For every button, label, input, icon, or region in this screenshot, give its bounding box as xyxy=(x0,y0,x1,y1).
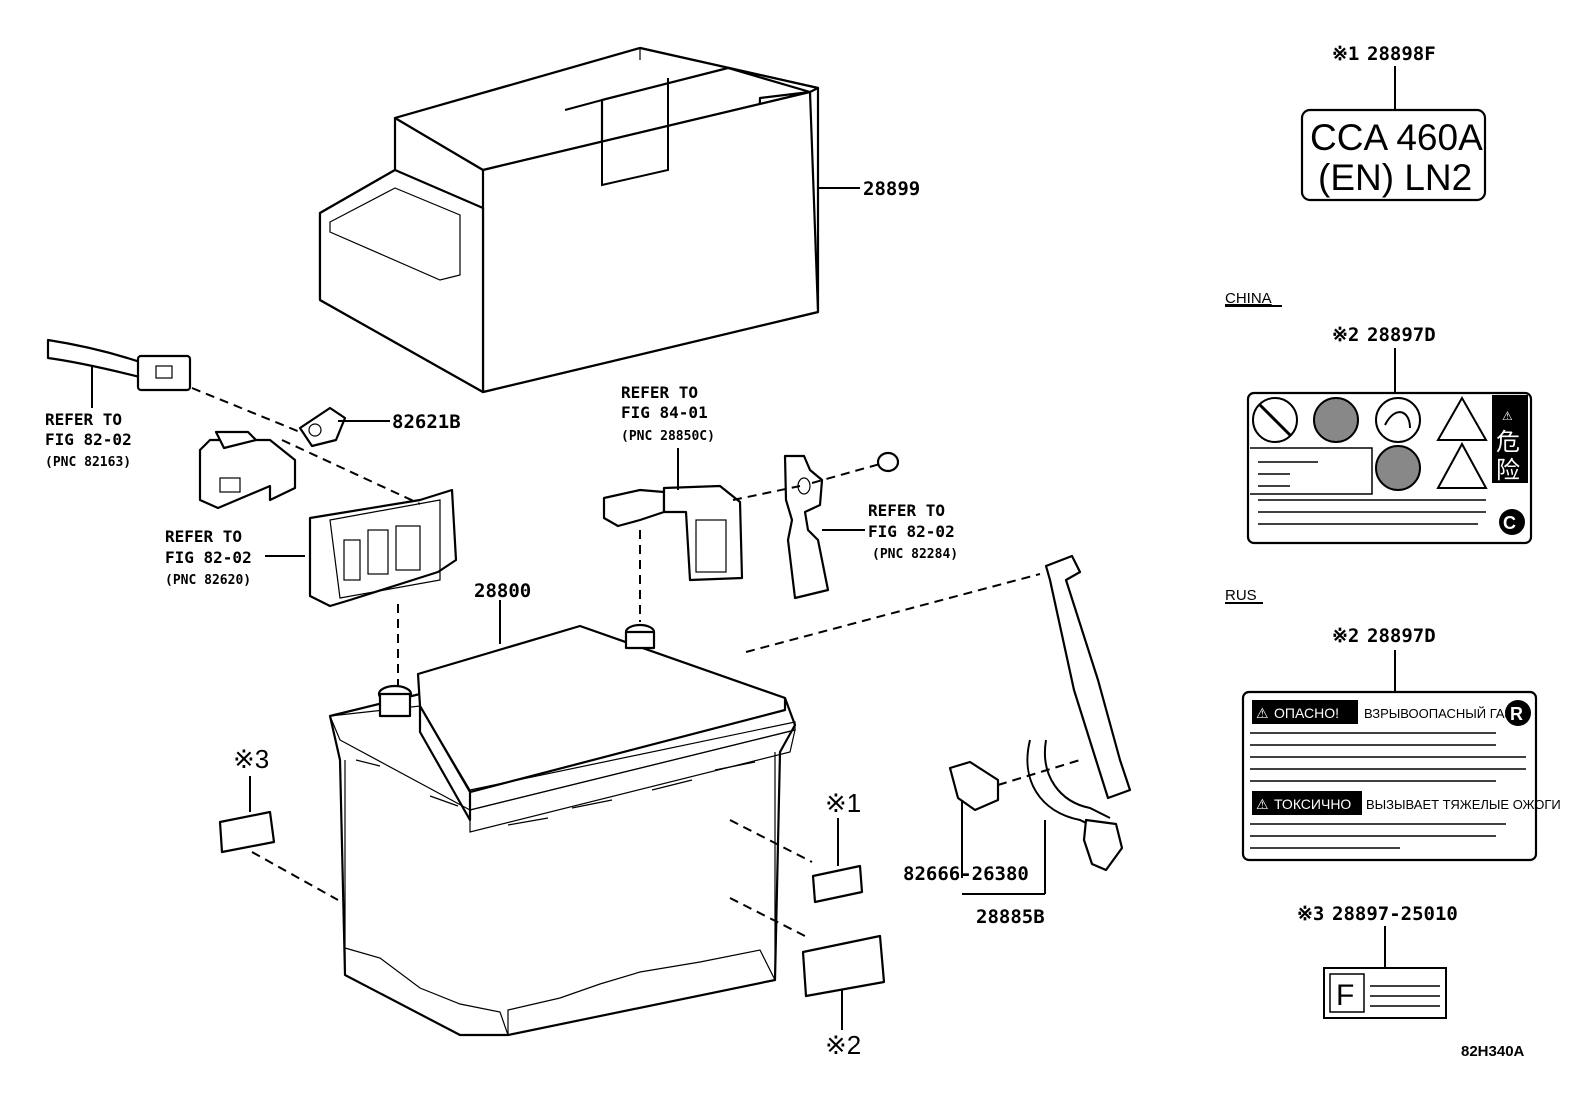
rus-mark: ※2 xyxy=(1332,625,1359,647)
china-badge: C xyxy=(1503,513,1516,533)
rus-part-number[interactable]: 28897D xyxy=(1367,625,1436,647)
label1-part-number[interactable]: 28898F xyxy=(1367,43,1436,65)
rus-warning-2: ТОКСИЧНО xyxy=(1274,796,1351,812)
sticker-1[interactable] xyxy=(811,864,864,904)
rus-region-title: RUS xyxy=(1225,587,1257,604)
cover-part-number[interactable]: 28899 xyxy=(863,178,920,200)
cca-label[interactable]: CCA 460A (EN) LN2 xyxy=(1300,108,1487,202)
battery[interactable] xyxy=(328,623,797,1037)
battery-part-number[interactable]: 28800 xyxy=(474,580,531,602)
ref3-line3: (PNC 28850C) xyxy=(621,429,715,444)
label3-part-number[interactable]: 28897-25010 xyxy=(1332,903,1458,925)
cable-assy-part-number[interactable]: 28885B xyxy=(976,906,1045,928)
terminal-cap[interactable] xyxy=(298,406,347,448)
rus-warning-label[interactable]: ⚠ ОПАСНО! ВЗРЫВООПАСНЫЙ ГАЗ R ⚠ ТОКСИЧНО… xyxy=(1241,690,1561,862)
china-mark: ※2 xyxy=(1332,324,1359,346)
svg-text:⚠: ⚠ xyxy=(1256,796,1269,812)
label1-mark: ※1 xyxy=(1332,43,1359,65)
f-label[interactable]: F xyxy=(1323,967,1447,1019)
ref4-line1: REFER TO xyxy=(868,501,945,520)
terminal-cap-part-number[interactable]: 82621B xyxy=(392,411,461,433)
china-kanji-2: 险 xyxy=(1496,456,1520,484)
note1-mark: ※1 xyxy=(825,788,861,818)
note3-mark: ※3 xyxy=(233,744,269,774)
note2-mark: ※2 xyxy=(825,1030,861,1060)
ref1-line1: REFER TO xyxy=(45,410,122,429)
rus-text-2: ВЫЗЫВАЕТ ТЯЖЕЛЫЕ ОЖОГИ xyxy=(1366,797,1561,812)
fusible-link[interactable] xyxy=(602,484,744,582)
cable-bracket[interactable] xyxy=(948,760,1000,812)
ground-strap[interactable] xyxy=(783,451,900,600)
svg-text:⚠: ⚠ xyxy=(1256,705,1269,721)
sticker-2[interactable] xyxy=(801,934,886,998)
ref2-line2: FIG 82-02 xyxy=(165,548,252,567)
cca-label-line2: (EN) LN2 xyxy=(1318,157,1472,198)
cca-label-line1: CCA 460A xyxy=(1310,117,1483,158)
ref1-line3: (PNC 82163) xyxy=(45,455,131,470)
rus-text-1: ВЗРЫВООПАСНЫЙ ГАЗ xyxy=(1364,706,1512,721)
svg-text:⚠: ⚠ xyxy=(1502,409,1513,423)
ref2-line1: REFER TO xyxy=(165,527,242,546)
f-label-letter: F xyxy=(1336,979,1354,1012)
ref4-line2: FIG 82-02 xyxy=(868,522,955,541)
china-part-number[interactable]: 28897D xyxy=(1367,324,1436,346)
china-warning-label[interactable]: ⚠ 危 险 C xyxy=(1246,391,1533,545)
sticker-3[interactable] xyxy=(218,810,276,854)
label3-mark: ※3 xyxy=(1297,903,1324,925)
fuse-block-small[interactable] xyxy=(198,430,297,510)
sensor-cable[interactable] xyxy=(46,338,192,408)
diagram-id: 82H340A xyxy=(1461,1043,1525,1060)
ref1-line2: FIG 82-02 xyxy=(45,430,132,449)
ref3-line2: FIG 84-01 xyxy=(621,403,708,422)
ref3-line1: REFER TO xyxy=(621,383,698,402)
battery-cable-assembly[interactable] xyxy=(1026,554,1132,872)
rus-badge: R xyxy=(1510,704,1523,724)
ref2-line3: (PNC 82620) xyxy=(165,573,251,588)
bracket-part-number[interactable]: 82666-26380 xyxy=(903,863,1029,885)
china-region-title: CHINA xyxy=(1225,290,1272,307)
ref4-line3: (PNC 82284) xyxy=(872,547,958,562)
rus-warning-1: ОПАСНО! xyxy=(1274,705,1339,721)
fuse-block-large[interactable] xyxy=(308,488,458,608)
battery-cover[interactable] xyxy=(318,46,820,394)
china-kanji-1: 危 xyxy=(1496,428,1520,456)
